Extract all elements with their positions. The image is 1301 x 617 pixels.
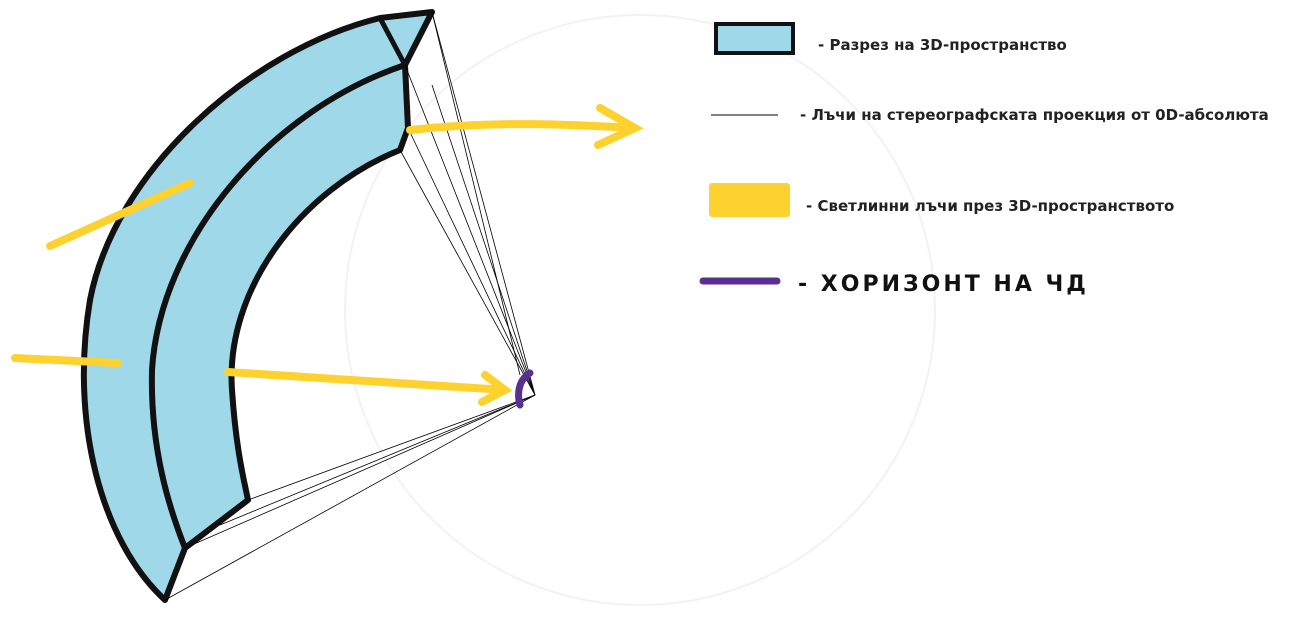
legend-label-horizon: - ХОРИЗОНТ НА ЧД bbox=[798, 272, 1089, 297]
black-hole-horizon bbox=[515, 369, 534, 409]
projection-ray bbox=[184, 394, 536, 549]
light-ray bbox=[46, 179, 194, 250]
projection-ray bbox=[407, 127, 536, 396]
projection-ray bbox=[164, 394, 536, 601]
legend-label-space: - Разрез на 3D-пространство bbox=[818, 36, 1067, 54]
projection-ray bbox=[399, 149, 536, 396]
space-section-front-edge bbox=[148, 62, 406, 550]
legend-symbol-light bbox=[709, 183, 790, 217]
projection-ray bbox=[247, 394, 536, 501]
space-section-band bbox=[80, 9, 435, 603]
legend-label-projection-rays: - Лъчи на стереографската проекция от 0D… bbox=[800, 106, 1269, 124]
projection-ray bbox=[431, 11, 536, 396]
light-rays bbox=[11, 104, 644, 406]
light-ray-arrow bbox=[224, 368, 513, 406]
projection-ray bbox=[219, 394, 536, 526]
projection-rays bbox=[164, 11, 536, 601]
projection-ray bbox=[404, 64, 536, 396]
legend-label-light-rays: - Светлинни лъчи през 3D-пространството bbox=[806, 197, 1175, 215]
projection-ray bbox=[431, 84, 536, 396]
light-ray-arrow bbox=[406, 104, 644, 149]
legend-symbol-space bbox=[714, 22, 795, 55]
faint-circle bbox=[344, 14, 936, 606]
projection-ray bbox=[431, 11, 521, 376]
space-section-top-edge bbox=[183, 16, 408, 550]
light-ray bbox=[11, 354, 122, 367]
